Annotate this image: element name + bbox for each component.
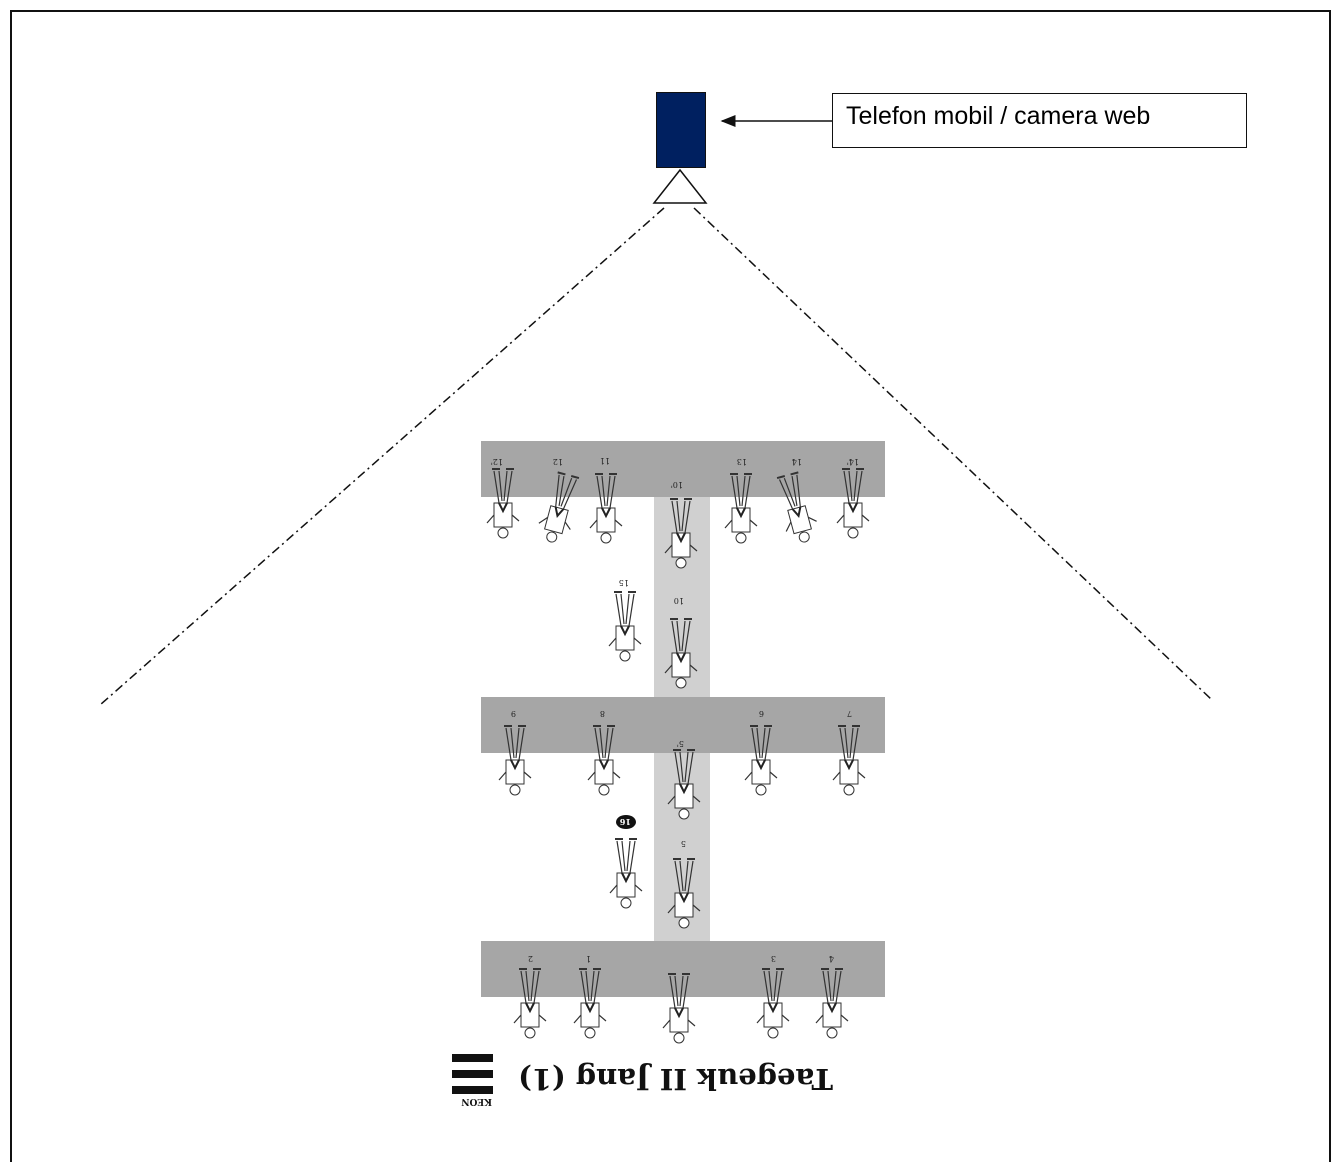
- step-number: 3: [771, 954, 776, 963]
- poomsae-title: Taegeuk II Jang (1): [518, 1062, 833, 1096]
- step-number: 4: [829, 954, 834, 963]
- step-numbers: 12' 12 11 10' 13 14 14' 15 10 9 8 5' 6 7…: [491, 456, 859, 963]
- final-step-marker: 16: [616, 815, 636, 829]
- step-number: 8: [600, 709, 605, 718]
- step-number: 12: [553, 457, 563, 466]
- step-number: 6: [759, 709, 764, 718]
- poomsae-tracks: [481, 441, 885, 997]
- step-number: 9: [511, 709, 516, 718]
- view-line-left: [99, 207, 665, 706]
- step-number: 2: [528, 954, 533, 963]
- step-number: 14: [792, 457, 802, 466]
- step-number: 7: [847, 709, 852, 718]
- step-number: 10': [671, 480, 683, 489]
- keon-trigram-icon: KEON: [452, 1054, 493, 1106]
- figure-icon: [609, 838, 643, 909]
- step-number: 10: [674, 596, 684, 605]
- step-number: 5: [681, 839, 686, 848]
- middle-track: [481, 697, 885, 753]
- step-number: 14': [847, 457, 859, 466]
- step-number: 15: [619, 578, 629, 587]
- step-number: 13: [737, 457, 747, 466]
- keon-label: KEON: [461, 1096, 492, 1106]
- bottom-track: [481, 941, 885, 997]
- tripod-icon: [652, 168, 708, 204]
- diagram-frame: [10, 10, 1331, 1162]
- step-number: 5': [677, 739, 684, 748]
- top-track: [481, 441, 885, 497]
- camera-label: Telefon mobil / camera web: [832, 93, 1247, 148]
- view-line-right: [693, 207, 1213, 701]
- final-step-number: 16: [619, 817, 631, 827]
- step-number: 1: [586, 954, 591, 963]
- step-number: 11: [600, 456, 610, 465]
- step-number: 12': [491, 457, 503, 466]
- camera-device: [656, 92, 706, 168]
- figure-icon: [608, 591, 642, 662]
